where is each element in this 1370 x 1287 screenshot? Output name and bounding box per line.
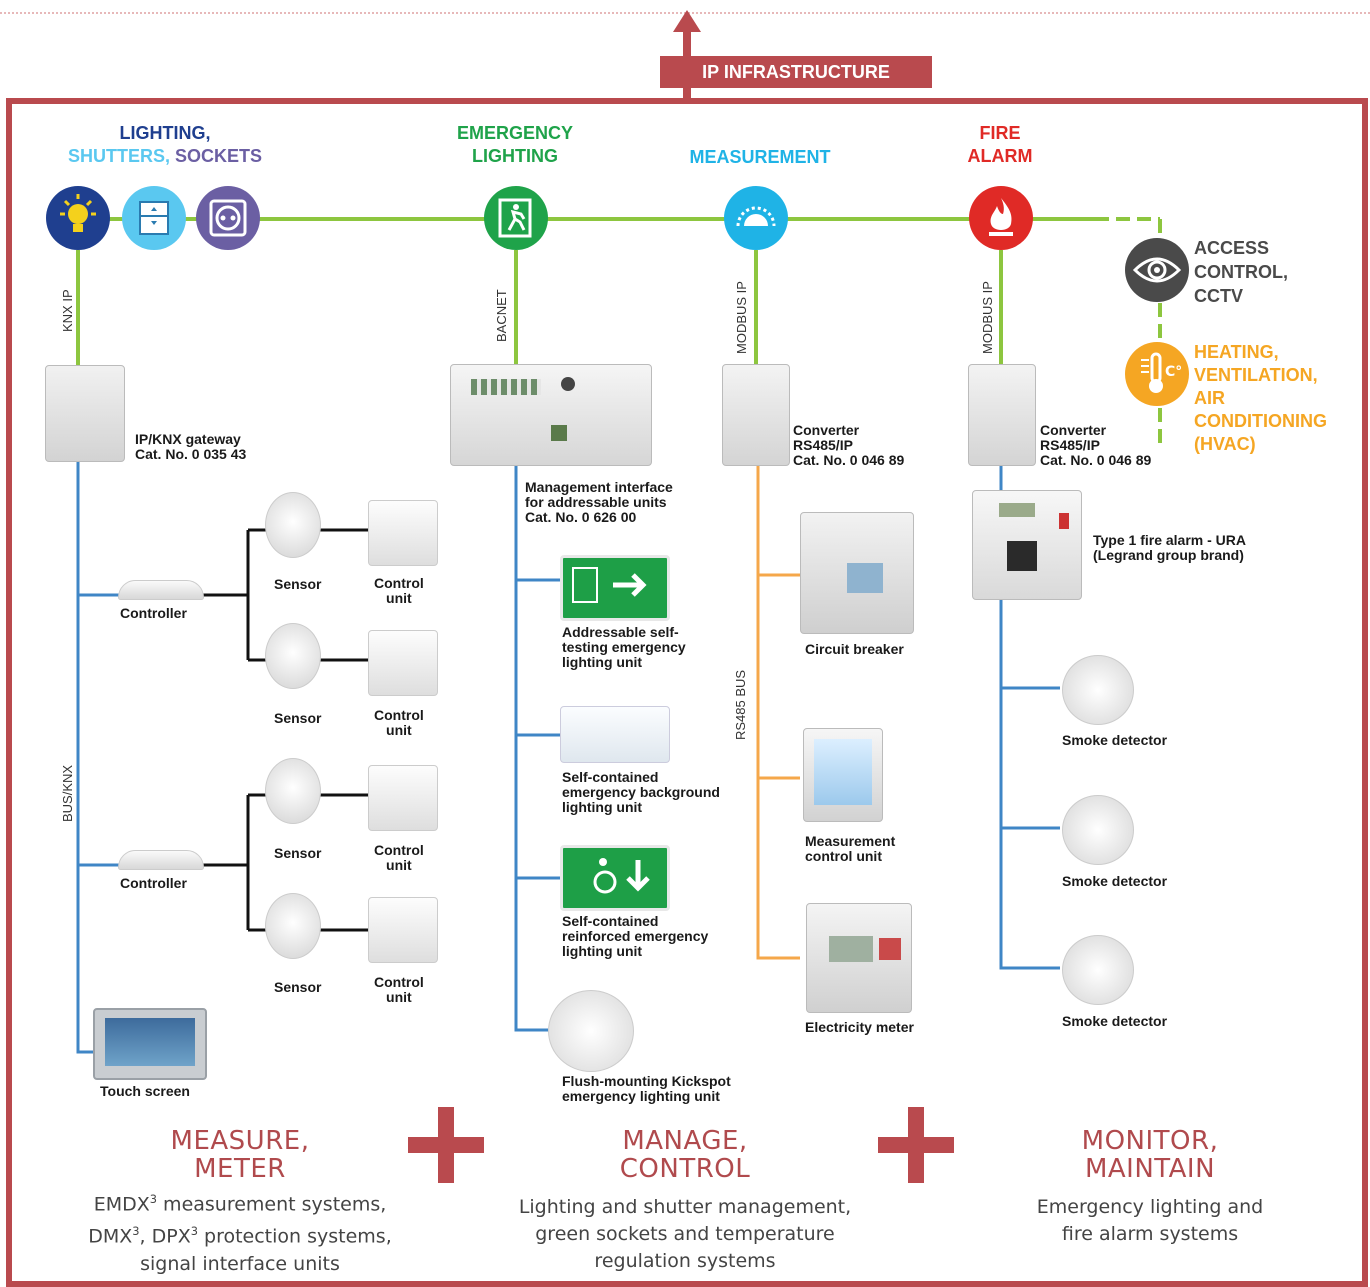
access-control-title: ACCESS CONTROL, CCTV — [1194, 238, 1288, 306]
addressable-unit-label: Addressable self- testing emergency ligh… — [562, 624, 686, 670]
sensor-device — [265, 492, 321, 558]
gauge-icon — [724, 186, 788, 250]
measurement-control-label: Measurement control unit — [805, 833, 896, 864]
reinforced-emergency-device — [560, 845, 670, 911]
smoke-detector-device-3 — [1062, 935, 1134, 1005]
control-unit-device-2 — [368, 630, 438, 696]
measure-meter-title: MEASURE, METER — [170, 1126, 310, 1184]
shutters-label: SHUTTERS, — [67, 146, 170, 166]
controller-device — [118, 580, 204, 600]
controller-label: Controller — [120, 605, 187, 621]
management-interface-label: Management interface for addressable uni… — [525, 479, 673, 525]
modbus-ip-bus-label-2: MODBUS IP — [980, 281, 995, 354]
sensor-device-2 — [265, 623, 321, 689]
category-fire-title: FIRE ALARM — [967, 123, 1033, 166]
knx-ip-bus-label: KNX IP — [60, 289, 75, 332]
modbus-ip-bus-label: MODBUS IP — [734, 281, 749, 354]
fire-alarm-panel-device — [972, 490, 1082, 600]
converter-label-2: Converter RS485/IP Cat. No. 0 046 89 — [1040, 422, 1152, 468]
shutters-icon — [122, 186, 186, 250]
kickspot-device — [548, 990, 634, 1072]
svg-text:C°: C° — [1165, 364, 1182, 380]
plus-icon-2-vertical — [908, 1107, 924, 1183]
controller-device-2 — [118, 850, 204, 870]
kickspot-label: Flush-mounting Kickspot emergency lighti… — [562, 1073, 731, 1104]
manage-control-description: Lighting and shutter management, green s… — [518, 1196, 852, 1272]
smoke-detector-label-3: Smoke detector — [1062, 1013, 1168, 1029]
category-emergency-title: EMERGENCY LIGHTING — [456, 123, 573, 166]
socket-icon — [196, 186, 260, 250]
ip-infrastructure-label: IP INFRASTRUCTURE — [660, 56, 932, 88]
plus-icon-vertical — [438, 1107, 454, 1183]
electricity-meter-device — [806, 903, 912, 1013]
exit-sign-device — [560, 555, 670, 621]
controller-label-2: Controller — [120, 875, 187, 891]
thermometer-icon: C° — [1125, 342, 1189, 406]
monitor-maintain-title: MONITOR, MAINTAIN — [1081, 1126, 1219, 1184]
emergency-exit-icon — [484, 186, 548, 250]
bacnet-bus-label: BACNET — [494, 289, 509, 342]
manage-control-title: MANAGE, CONTROL — [619, 1126, 751, 1184]
accessibility-arrow-icon — [593, 858, 650, 894]
bus-knx-label: BUS/KNX — [60, 764, 75, 822]
touch-screen-device — [93, 1008, 207, 1080]
control-unit-device — [368, 500, 438, 566]
measure-meter-description: EMDX3 measurement systems, DMX3, DPX3 pr… — [88, 1192, 392, 1275]
circuit-breaker-label: Circuit breaker — [805, 641, 904, 657]
sensor-label-2: Sensor — [274, 710, 322, 726]
touch-screen-label: Touch screen — [100, 1083, 190, 1099]
rs485-bus-label: RS485 BUS — [733, 669, 748, 740]
smoke-detector-label-2: Smoke detector — [1062, 873, 1168, 889]
fire-icon — [969, 186, 1033, 250]
measurement-control-device — [803, 728, 883, 822]
ip-arrow-head-icon — [673, 10, 701, 32]
smoke-detector-device-2 — [1062, 795, 1134, 865]
converter-device-2 — [968, 364, 1036, 466]
reinforced-emergency-label: Self-contained reinforced emergency ligh… — [562, 913, 709, 959]
monitor-maintain-description: Emergency lighting and fire alarm system… — [1036, 1196, 1264, 1245]
converter-label: Converter RS485/IP Cat. No. 0 046 89 — [793, 422, 905, 468]
electricity-meter-label: Electricity meter — [805, 1019, 914, 1035]
lightbulb-icon — [46, 186, 110, 250]
converter-device — [722, 364, 790, 466]
fire-alarm-panel-label: Type 1 fire alarm - URA (Legrand group b… — [1093, 532, 1247, 563]
eye-icon — [1125, 238, 1189, 302]
sensor-device-4 — [265, 893, 321, 959]
smoke-detector-device — [1062, 655, 1134, 725]
control-unit-device-4 — [368, 897, 438, 963]
ip-knx-gateway-device — [45, 365, 125, 462]
sensor-label: Sensor — [274, 576, 322, 592]
control-unit-device-3 — [368, 765, 438, 831]
gateway-label: IP/KNX gateway Cat. No. 0 035 43 — [135, 431, 247, 462]
sockets-label: SOCKETS — [175, 146, 263, 166]
exit-arrow-icon — [572, 567, 647, 603]
sensor-device-3 — [265, 758, 321, 824]
background-lighting-label: Self-contained emergency background ligh… — [562, 769, 720, 815]
background-lighting-device — [560, 706, 670, 763]
management-interface-device — [450, 364, 652, 466]
sensor-label-3: Sensor — [274, 845, 322, 861]
hvac-title: HEATING, VENTILATION, AIR CONDITIONING (… — [1194, 342, 1327, 454]
category-measurement-title: MEASUREMENT — [689, 147, 831, 167]
category-lighting-title: LIGHTING, SHUTTERS, SOCKETS — [67, 123, 263, 166]
sensor-label-4: Sensor — [274, 979, 322, 995]
smoke-detector-label: Smoke detector — [1062, 732, 1168, 748]
circuit-breaker-device — [800, 512, 914, 634]
